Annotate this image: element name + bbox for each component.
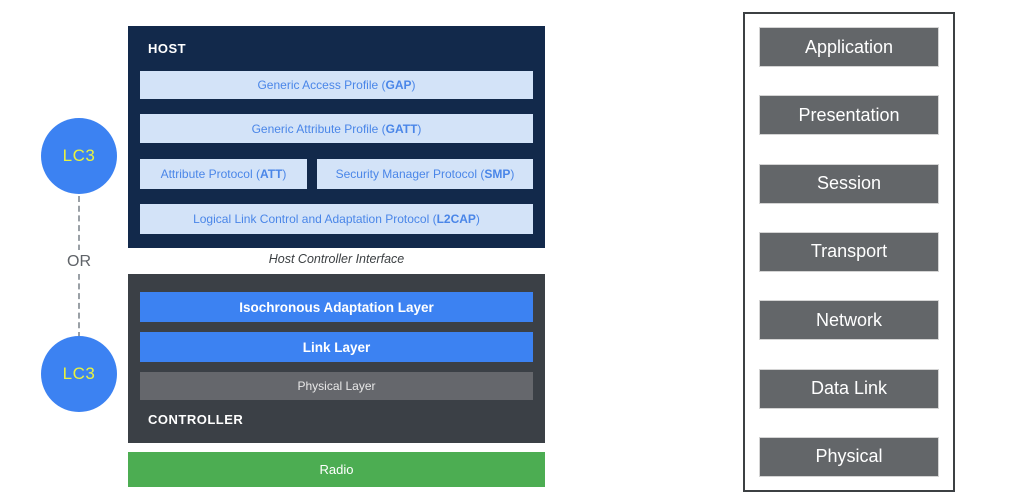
layer-smp-close: ) [510, 167, 515, 181]
layer-link-layer-label: Link Layer [302, 339, 371, 355]
layer-att-close: ) [282, 167, 287, 181]
layer-l2cap: Logical Link Control and Adaptation Prot… [140, 204, 533, 234]
layer-gap: Generic Access Profile (GAP) [140, 71, 533, 99]
layer-l2cap-close: ) [475, 212, 480, 226]
osi-layer-network: Network [759, 300, 939, 341]
layer-smp-name: Security Manager Protocol ( [335, 167, 485, 181]
osi-layer-presentation: Presentation [759, 95, 939, 136]
lc3-codec-circle-top: LC3 [41, 118, 117, 194]
osi-layer-session: Session [759, 163, 939, 204]
layer-l2cap-acronym: L2CAP [436, 212, 476, 226]
controller-block: Isochronous Adaptation Layer Link Layer … [128, 274, 545, 443]
host-block: HOST Generic Access Profile (GAP) Generi… [128, 26, 545, 248]
layer-link-layer: Link Layer [140, 332, 533, 362]
osi-layer-data-link: Data Link [759, 368, 939, 409]
layer-physical-layer: Physical Layer [140, 372, 533, 400]
layer-isochronous-adaptation: Isochronous Adaptation Layer [140, 292, 533, 322]
layer-physical-layer-label: Physical Layer [297, 379, 376, 393]
layer-att-acronym: ATT [259, 167, 283, 181]
controller-title: CONTROLLER [148, 412, 244, 427]
lc3-label: LC3 [62, 364, 96, 383]
lc3-codec-circle-bottom: LC3 [41, 336, 117, 412]
layer-att: Attribute Protocol (ATT) [140, 159, 307, 189]
layer-gap-acronym: GAP [385, 78, 412, 92]
layer-l2cap-name: Logical Link Control and Adaptation Prot… [193, 212, 437, 226]
layer-smp-acronym: SMP [484, 167, 511, 181]
layer-gatt: Generic Attribute Profile (GATT) [140, 114, 533, 143]
layer-smp: Security Manager Protocol (SMP) [317, 159, 533, 189]
osi-layer-physical: Physical [759, 436, 939, 477]
osi-layer-transport: Transport [759, 231, 939, 272]
layer-gap-close: ) [411, 78, 416, 92]
layer-gap-name: Generic Access Profile ( [257, 78, 386, 92]
host-controller-interface-label: Host Controller Interface [268, 252, 405, 266]
host-title: HOST [148, 41, 187, 56]
layer-att-name: Attribute Protocol ( [160, 167, 260, 181]
osi-model-panel: Application Presentation Session Transpo… [743, 12, 955, 492]
layer-radio-label: Radio [319, 462, 354, 477]
layer-gatt-close: ) [417, 121, 422, 136]
layer-gatt-acronym: GATT [385, 121, 418, 136]
lc3-label: LC3 [62, 146, 96, 165]
or-label: OR [53, 250, 105, 274]
osi-layer-application: Application [759, 27, 939, 67]
layer-isochronous-adaptation-label: Isochronous Adaptation Layer [239, 299, 434, 315]
layer-radio: Radio [128, 452, 545, 487]
layer-gatt-name: Generic Attribute Profile ( [251, 121, 386, 136]
